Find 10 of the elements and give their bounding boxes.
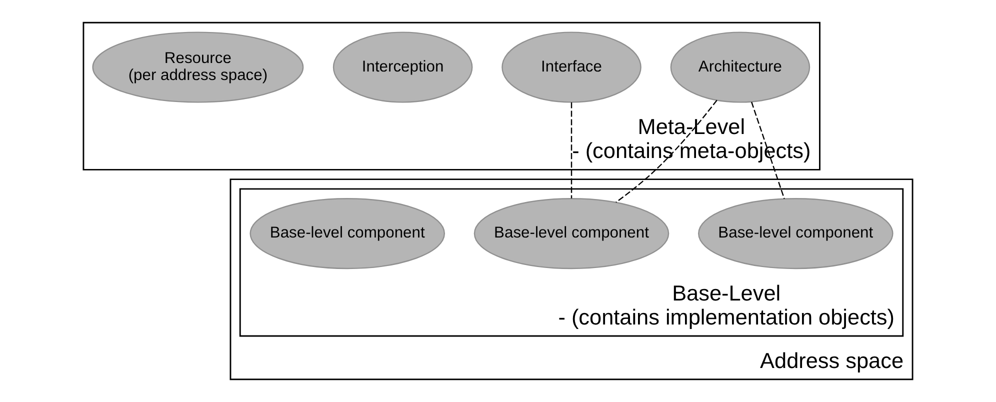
node-ellipse: Resource (per address space) (92, 32, 304, 103)
node-ellipse: Interface (502, 32, 642, 103)
node-ellipse: Architecture (670, 32, 810, 103)
node-ellipse: Base-level component (474, 198, 670, 270)
connector (616, 100, 718, 203)
connector (570, 102, 572, 198)
connector (751, 102, 785, 200)
node-ellipse: Base-level component (698, 198, 894, 270)
node-ellipse: Base-level component (250, 198, 446, 270)
node-ellipse: Interception (332, 32, 473, 103)
